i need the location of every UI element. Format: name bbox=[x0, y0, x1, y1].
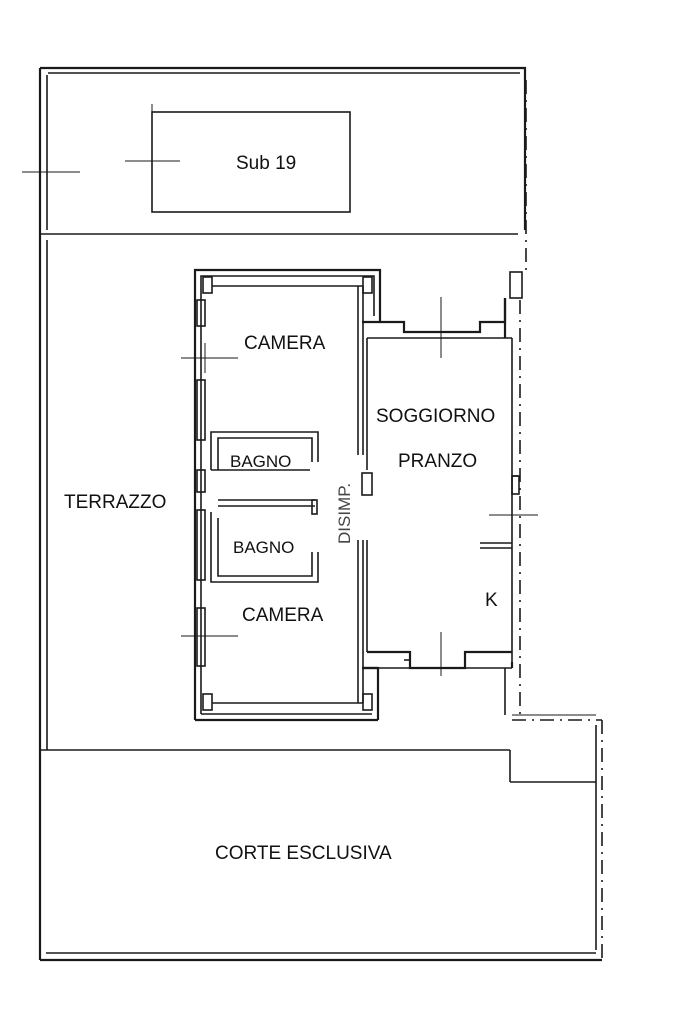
label-sub-19: Sub 19 bbox=[236, 153, 296, 174]
label-camera-bottom: CAMERA bbox=[242, 605, 324, 626]
label-kitchen: K bbox=[485, 590, 498, 611]
label-camera-top: CAMERA bbox=[244, 333, 326, 354]
label-soggiorno: SOGGIORNO bbox=[376, 406, 495, 427]
label-corte-esclusiva: CORTE ESCLUSIVA bbox=[215, 843, 392, 864]
bedroom-wing bbox=[181, 268, 382, 722]
outer-boundary bbox=[38, 66, 603, 962]
label-pranzo: PRANZO bbox=[398, 451, 477, 472]
living-wing bbox=[362, 271, 538, 676]
corte-area bbox=[40, 668, 596, 783]
label-terrazzo: TERRAZZO bbox=[64, 492, 166, 513]
sub-19-area: Sub 19 bbox=[22, 104, 518, 235]
label-disimpegno: DISIMP. bbox=[335, 483, 354, 544]
sub-19-box bbox=[151, 111, 351, 213]
label-bagno-bottom: BAGNO bbox=[233, 538, 294, 557]
label-bagno-top: BAGNO bbox=[230, 452, 291, 471]
